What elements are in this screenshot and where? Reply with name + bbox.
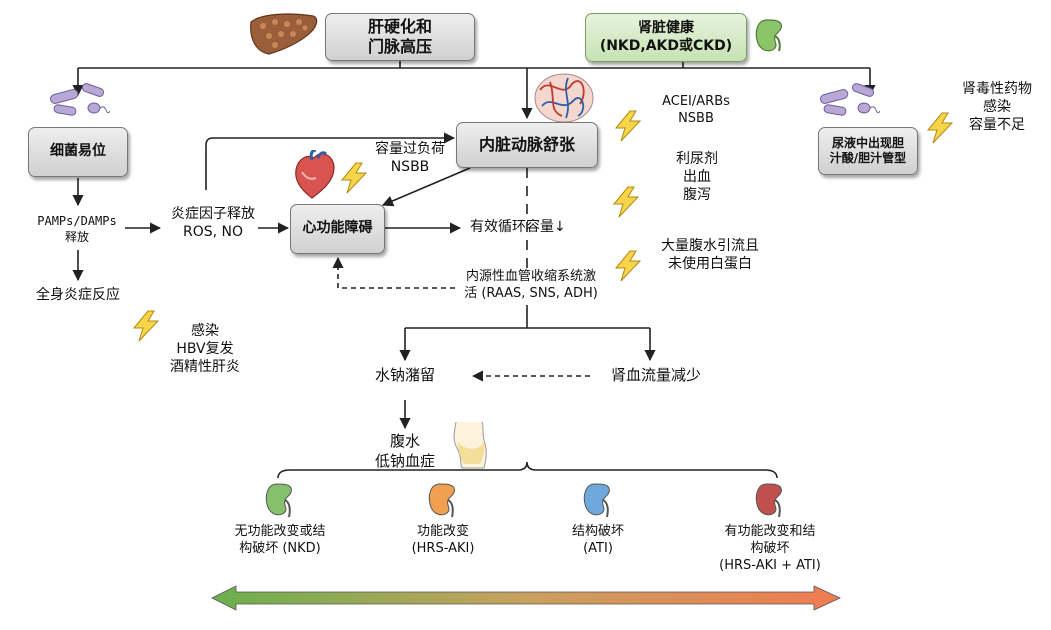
- cirrhosis-box: 肝硬化和 门脉高压: [325, 13, 475, 61]
- nephrotoxic-label: 肾毒性药物 感染 容量不足: [962, 81, 1032, 134]
- bile-acid-box: 尿液中出现胆 汁酸/胆汁管型: [818, 127, 918, 175]
- lightning-icon: [612, 186, 640, 218]
- outcome-label: 有功能改变和结 构破坏 (HRS-AKI + ATI): [719, 524, 821, 573]
- vasoconstrictor-label: 内源性血管收缩系统激 活 (RAAS, SNS, ADH): [464, 269, 598, 301]
- bacteria-icon: [49, 83, 110, 116]
- volume-overload-label: 容量过负荷 NSBB: [375, 141, 445, 176]
- lightning-icon: [614, 250, 642, 282]
- intestine-icon: [534, 73, 594, 123]
- outcome-kidney-icon: [265, 483, 292, 518]
- water-retention-label: 水钠潴留: [374, 366, 435, 384]
- outcome-label: 结构破坏 (ATI): [571, 524, 624, 556]
- bacterial-translocation-box: 细菌易位: [28, 127, 128, 177]
- effective-volume-label: 有效循环容量↓: [470, 219, 566, 235]
- lightning-icon: [132, 310, 160, 342]
- bile-acid-label: 尿液中出现胆 汁酸/胆汁管型: [829, 136, 907, 165]
- splanchnic-vasodilation-box: 内脏动脉舒张: [456, 122, 598, 168]
- outcome-label: 功能改变 (HRS-AKI): [411, 524, 475, 556]
- kidney-health-label: 肾脏健康 (NKD,AKD或CKD): [599, 20, 733, 54]
- kidney-health-box: 肾脏健康 (NKD,AKD或CKD): [585, 13, 747, 62]
- abdomen-icon: [453, 421, 487, 469]
- cirrhosis-label: 肝硬化和 门脉高压: [367, 17, 432, 56]
- cardiac-dysfunction-box: 心功能障碍: [290, 204, 385, 254]
- diuretics-label: 利尿剂 出血 腹泻: [676, 151, 718, 204]
- outcome-kidney-icon: [583, 483, 610, 518]
- kidney-icon: [755, 19, 782, 52]
- bacterial-translocation-label: 细菌易位: [50, 143, 106, 160]
- inflammation-label: 炎症因子释放 ROS, NO: [171, 206, 255, 241]
- lightning-icon: [340, 162, 368, 194]
- renal-flow-label: 肾血流量减少: [610, 366, 701, 384]
- lightning-icon: [614, 110, 642, 142]
- bacteria-icon: [819, 83, 880, 116]
- ascites-label: 腹水 低钠血症: [374, 432, 435, 470]
- cardiac-dysfunction-label: 心功能障碍: [302, 220, 373, 237]
- splanchnic-vasodilation-label: 内脏动脉舒张: [478, 135, 575, 154]
- pamps-label: PAMPs/DAMPs 释放: [37, 214, 117, 244]
- outcome-kidney-icon: [428, 483, 455, 518]
- lightning-icon: [926, 112, 954, 144]
- severity-arrow: [211, 585, 841, 611]
- outcome-kidney-icon: [755, 483, 782, 518]
- ace-label: ACEI/ARBs NSBB: [662, 94, 730, 126]
- heart-icon: [295, 150, 335, 199]
- sirs-label: 全身炎症反应: [36, 287, 120, 303]
- liver-icon: [250, 13, 318, 55]
- outcome-label: 无功能改变或结 构破坏 (NKD): [234, 524, 326, 556]
- paracentesis-label: 大量腹水引流且 未使用白蛋白: [661, 238, 759, 273]
- sirs-triggers-label: 感染 HBV复发 酒精性肝炎: [170, 323, 240, 376]
